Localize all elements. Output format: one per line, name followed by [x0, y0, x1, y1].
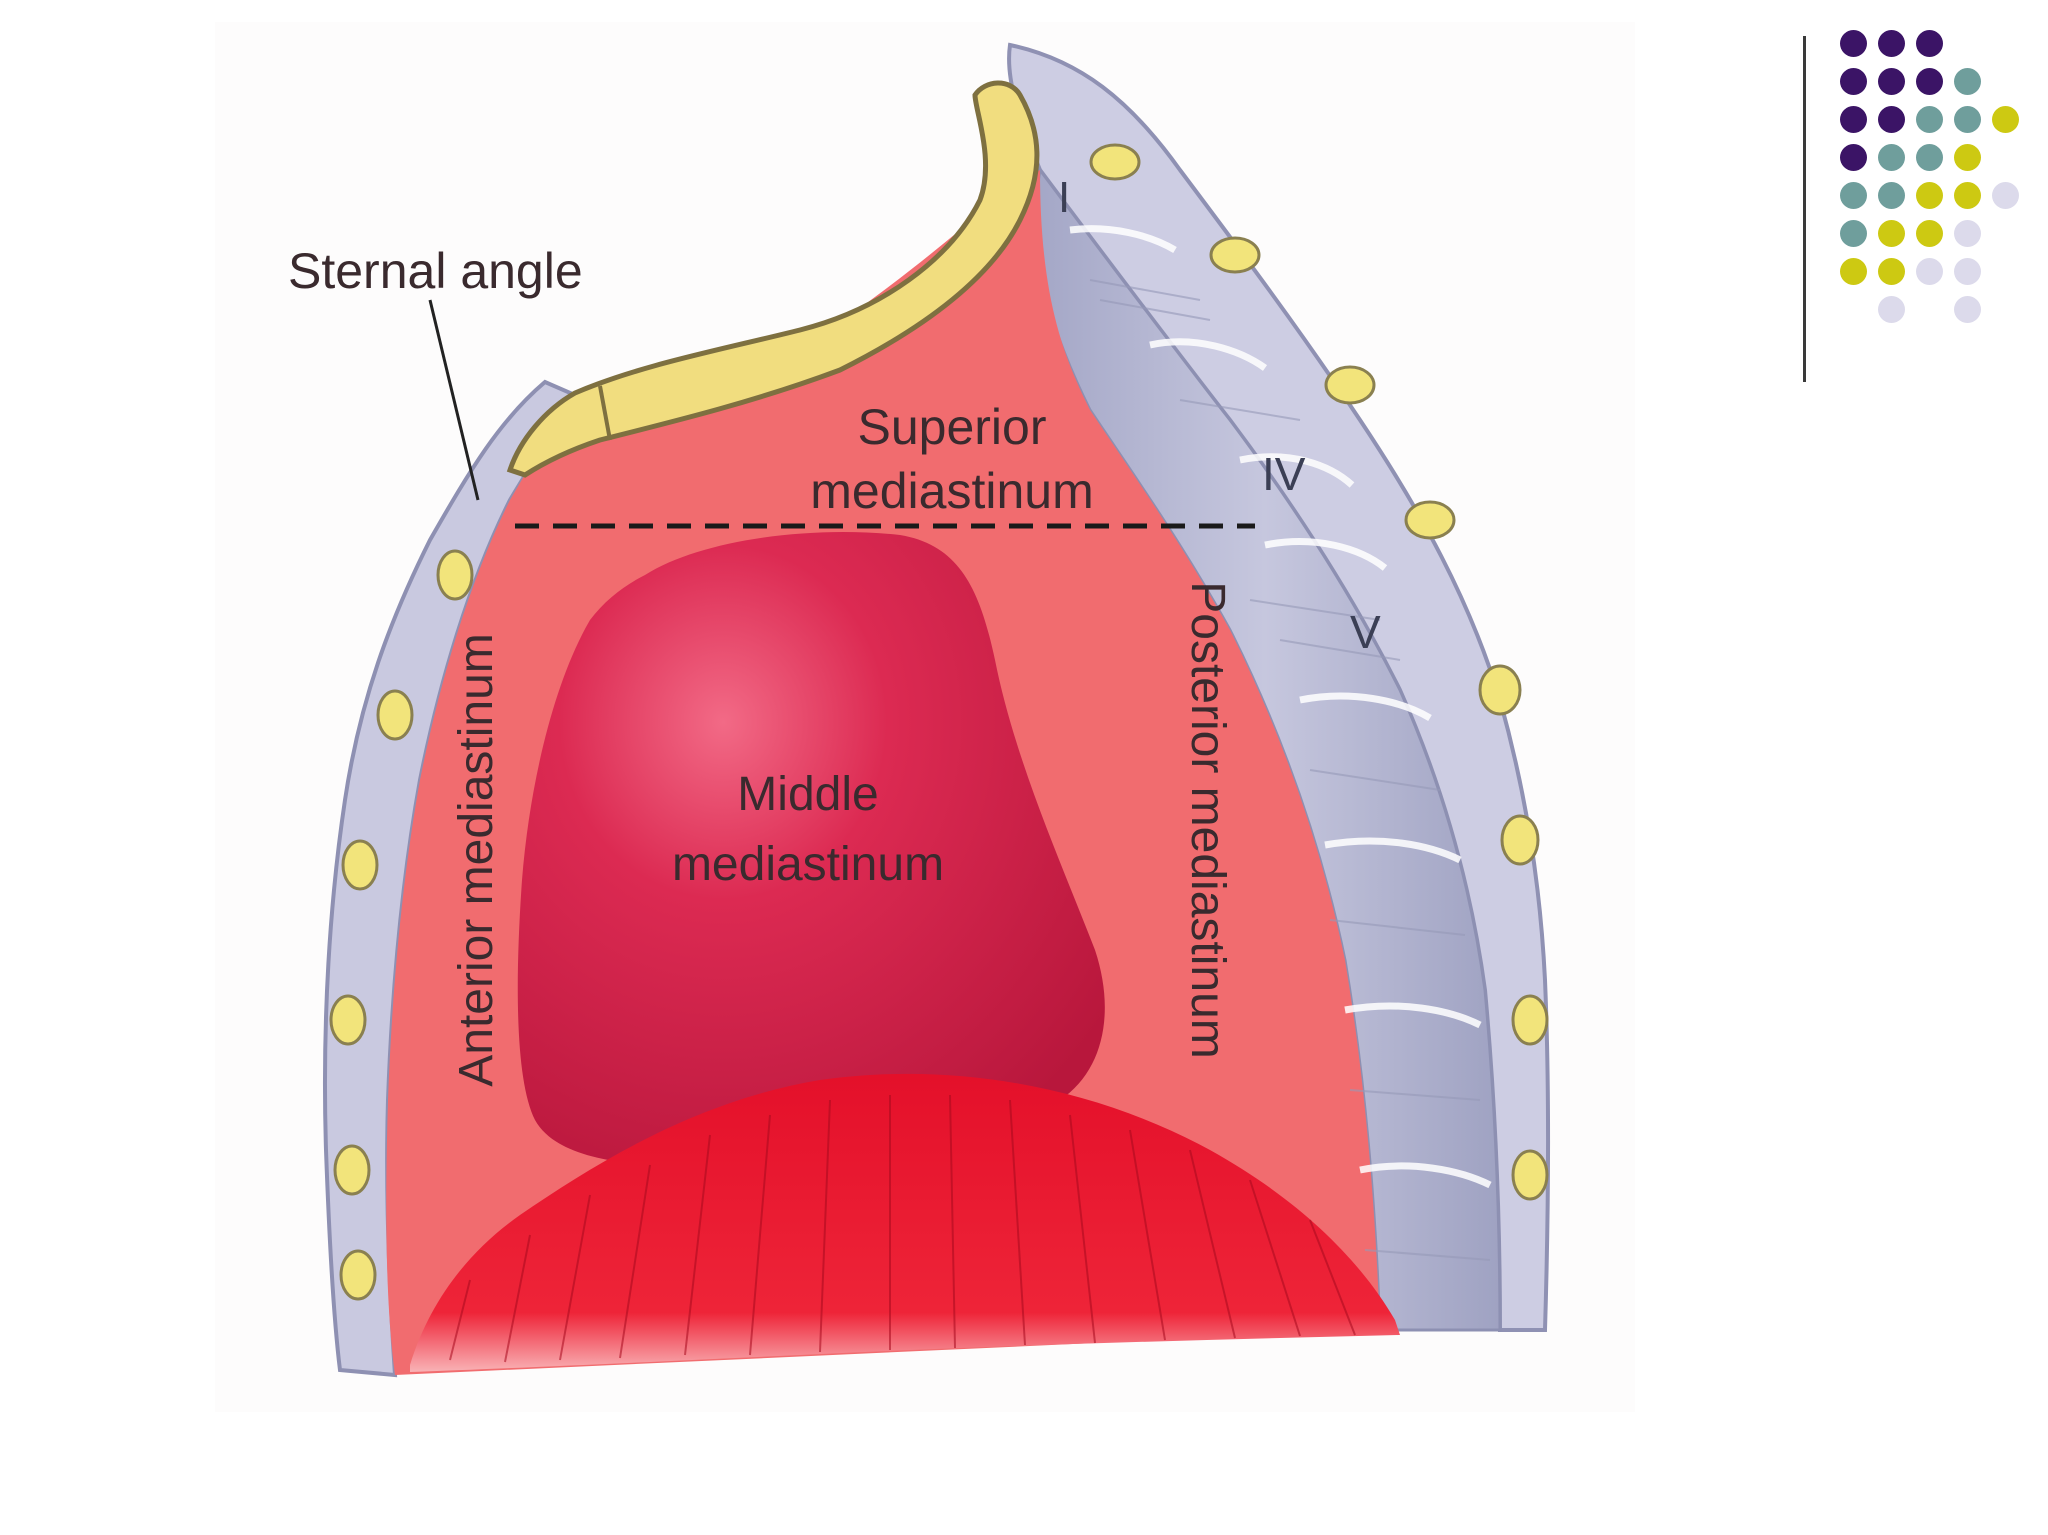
- decor-dot: [1916, 182, 1943, 209]
- decor-dot: [1992, 182, 2019, 209]
- decor-dot: [1954, 144, 1981, 171]
- decor-dot: [1840, 258, 1867, 285]
- decor-dot: [1954, 258, 1981, 285]
- decor-dot: [1878, 68, 1905, 95]
- decor-dot: [1840, 182, 1867, 209]
- vertebral-discs: [1069, 225, 1492, 1189]
- vertebra-label-iv: IV: [1262, 448, 1306, 500]
- vertebral-texture: [1089, 279, 1491, 1261]
- sternal-angle-label: Sternal angle: [288, 243, 583, 299]
- decor-dot: [1878, 30, 1905, 57]
- diaphragm-striations: [449, 1094, 1356, 1363]
- decor-dot: [1916, 144, 1943, 171]
- decor-dot: [1840, 30, 1867, 57]
- anterior-mediastinum-label: Anterior mediastinum: [450, 633, 503, 1087]
- sternal-angle-pointer: [428, 299, 480, 501]
- decor-dot: [1878, 296, 1905, 323]
- anterior-rib-sections: [329, 549, 474, 1301]
- decor-dot: [1878, 182, 1905, 209]
- middle-mediastinum-heart: [517, 531, 1105, 1167]
- decor-dot: [1840, 220, 1867, 247]
- decor-dot: [1916, 106, 1943, 133]
- decor-dot: [1916, 220, 1943, 247]
- decor-dot: [1916, 258, 1943, 285]
- posterior-mediastinum-label: Posterior mediastinum: [1181, 581, 1234, 1059]
- decor-dot: [1916, 68, 1943, 95]
- decor-dot: [1954, 106, 1981, 133]
- sternum: [506, 80, 1040, 478]
- decor-dot: [1840, 68, 1867, 95]
- decor-dot: [1878, 258, 1905, 285]
- accent-divider-line: [1803, 36, 1806, 382]
- decor-dot: [1954, 220, 1981, 247]
- decor-dot: [1878, 220, 1905, 247]
- decorative-dot-grid: [1840, 30, 2040, 330]
- vertebra-label-i: I: [1058, 173, 1070, 222]
- decor-dot: [1878, 106, 1905, 133]
- vertebra-label-v: V: [1350, 606, 1381, 658]
- middle-mediastinum-label-1: Middle: [737, 768, 878, 821]
- decor-dot: [1954, 68, 1981, 95]
- decor-dot: [1840, 144, 1867, 171]
- decor-dot: [1916, 30, 1943, 57]
- decor-dot: [1840, 106, 1867, 133]
- posterior-rib-sections: [1089, 143, 1549, 1201]
- decor-dot: [1954, 182, 1981, 209]
- superior-mediastinum-label-2: mediastinum: [810, 463, 1093, 519]
- superior-mediastinum-label-1: Superior: [858, 399, 1047, 455]
- diaphragm: [410, 1073, 1400, 1372]
- decor-dot: [1878, 144, 1905, 171]
- sternal-joint: [598, 385, 612, 441]
- decor-dot: [1954, 296, 1981, 323]
- middle-mediastinum-label-2: mediastinum: [672, 838, 944, 891]
- decor-dot: [1992, 106, 2019, 133]
